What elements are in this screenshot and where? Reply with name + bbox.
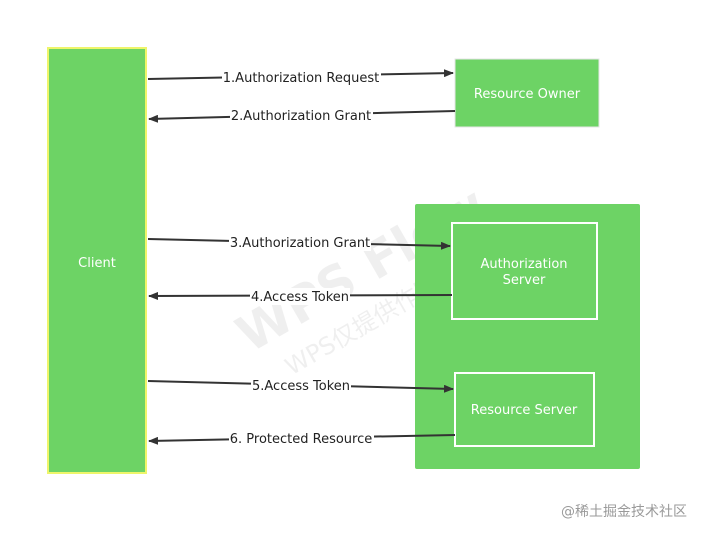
client-label: Client bbox=[78, 256, 116, 271]
arrow-3-label: 3.Authorization Grant bbox=[230, 236, 370, 251]
arrow-5-label: 5.Access Token bbox=[252, 379, 350, 394]
resource-server-node[interactable]: Resource Server bbox=[454, 372, 595, 447]
arrow-2-label: 2.Authorization Grant bbox=[231, 109, 371, 124]
authorization-server-node[interactable]: Authorization Server bbox=[451, 222, 598, 320]
resource-server-label: Resource Server bbox=[471, 403, 578, 418]
client-node[interactable]: Client bbox=[47, 47, 147, 474]
resource-owner-node[interactable]: Resource Owner bbox=[454, 58, 600, 128]
authorization-server-label-line2: Server bbox=[503, 273, 546, 288]
authorization-server-label-line1: Authorization bbox=[480, 257, 567, 272]
arrow-4-label: 4.Access Token bbox=[251, 290, 349, 305]
arrow-6-label: 6. Protected Resource bbox=[230, 432, 373, 447]
credit-text: @稀土掘金技术社区 bbox=[561, 504, 687, 520]
arrow-1-label: 1.Authorization Request bbox=[223, 71, 379, 86]
resource-owner-label: Resource Owner bbox=[474, 87, 581, 102]
